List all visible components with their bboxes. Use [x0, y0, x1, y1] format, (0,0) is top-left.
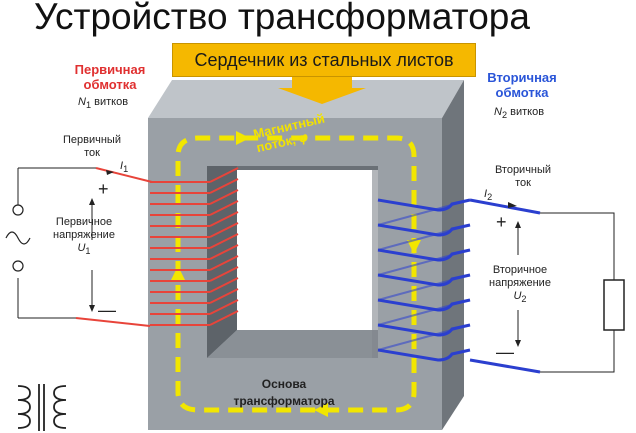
- primary-coil-turn-back: [209, 255, 239, 271]
- secondary-coil-turn-back: [377, 299, 471, 326]
- core-callout: Сердечник из стальных листов: [172, 43, 476, 77]
- load-resistor: [603, 279, 625, 331]
- primary-current-sub: 1: [123, 164, 129, 175]
- secondary-winding-line1: Вторичная: [487, 70, 557, 85]
- primary-plus-sign: +: [98, 179, 109, 199]
- primary-winding-line1: Первичная: [74, 62, 146, 77]
- callout-arrow: [278, 77, 366, 104]
- core-base-line1: Основа: [261, 377, 307, 391]
- secondary-winding-line2: обмотка: [495, 85, 549, 100]
- primary-terminal-bottom: [12, 260, 24, 272]
- secondary-voltage-var: U: [513, 290, 522, 302]
- primary-coil-turn-back: [209, 288, 239, 304]
- primary-voltage-label: Первичное напряжение U1: [48, 216, 120, 258]
- primary-coil-turn-back: [209, 233, 239, 249]
- primary-current-symbol: I1: [120, 160, 128, 176]
- primary-coil-turn-back: [209, 167, 239, 183]
- secondary-lead-top: [469, 198, 541, 215]
- flux-arrow-top: [236, 131, 250, 145]
- primary-winding-label: Первичная обмотка: [62, 62, 158, 92]
- primary-coil-turn-back: [209, 244, 239, 260]
- primary-voltage-arrowhead-down: [89, 305, 95, 312]
- primary-current-line1: Первичный: [63, 134, 121, 146]
- primary-turns-var: N: [78, 96, 86, 108]
- secondary-current-var: I: [484, 188, 488, 200]
- primary-coil-turn-back: [209, 200, 239, 216]
- transformer-symbol-icon: [17, 384, 67, 431]
- core-top-face: [148, 80, 464, 118]
- primary-coil-turn-back: [209, 299, 239, 315]
- flux-arrow-bottom: [314, 403, 328, 417]
- core-base-line2: трансформатора: [233, 394, 335, 408]
- primary-minus-sign: —: [98, 300, 116, 320]
- secondary-voltage-arrowhead-down: [515, 340, 521, 347]
- primary-terminal-top: [12, 204, 24, 216]
- secondary-current-sub: 2: [487, 192, 493, 203]
- window-bottom-face: [207, 330, 378, 358]
- secondary-plus-sign: +: [496, 212, 507, 232]
- flux-path: [175, 135, 417, 413]
- ac-source-icon: [5, 231, 31, 245]
- secondary-wire-bottom: [540, 330, 615, 373]
- flux-symbol: φ: [297, 128, 310, 146]
- primary-coil-turn-back: [209, 266, 239, 282]
- window-shadow-top: [207, 166, 378, 170]
- primary-current-var: I: [120, 160, 124, 172]
- secondary-wire-top: [540, 212, 615, 280]
- secondary-winding-label: Вторичная обмотка: [474, 70, 570, 100]
- primary-coil-turn-back: [209, 189, 239, 205]
- secondary-voltage-sub: 2: [521, 294, 527, 305]
- secondary-current-line1: Вторичный: [494, 164, 552, 176]
- flux-arrow-right: [407, 240, 421, 254]
- secondary-coil-turn-back: [377, 224, 471, 251]
- secondary-coil-turn-back: [377, 199, 471, 226]
- secondary-coil-turn-back: [377, 274, 471, 301]
- window-shadow: [207, 166, 237, 358]
- primary-voltage-arrowhead-up: [89, 198, 95, 205]
- secondary-coil-turn-back: [377, 324, 471, 351]
- primary-turns-label: N1 витков: [78, 96, 128, 112]
- primary-coil-turn-back: [209, 222, 239, 238]
- page-title: Устройство трансформатора: [34, 0, 530, 37]
- primary-lead-top: [95, 167, 153, 183]
- secondary-minus-sign: —: [496, 342, 514, 362]
- window-right-shade: [372, 170, 378, 358]
- primary-current-arrow: [106, 170, 114, 175]
- primary-coil-turn-back: [209, 211, 239, 227]
- primary-current-label: Первичный ток: [62, 134, 122, 160]
- primary-winding-line2: обмотка: [83, 77, 137, 92]
- secondary-current-symbol: I2: [484, 188, 492, 204]
- secondary-voltage-line2: напряжение: [489, 277, 551, 289]
- secondary-current-line2: ток: [515, 177, 531, 189]
- primary-voltage-sub: 1: [85, 246, 91, 257]
- primary-turns-word: витков: [94, 96, 129, 108]
- secondary-turns-sub: 2: [501, 110, 508, 121]
- primary-coil: [150, 167, 239, 326]
- primary-turns-sub: 1: [85, 100, 92, 111]
- secondary-current-label: Вторичный ток: [490, 164, 556, 190]
- secondary-current-arrow: [508, 202, 517, 208]
- secondary-voltage-line1: Вторичное: [492, 264, 548, 276]
- secondary-coil: [377, 198, 471, 362]
- primary-coil-turn-back: [209, 178, 239, 194]
- secondary-voltage-label: Вторичное напряжение U2: [478, 264, 562, 306]
- primary-voltage-var: U: [77, 242, 86, 254]
- secondary-turns-label: N2 витков: [494, 106, 544, 122]
- secondary-coil-turn: [377, 348, 471, 362]
- core-base-label: Основа трансформатора: [214, 376, 354, 410]
- secondary-turns-word: витков: [510, 106, 545, 118]
- primary-voltage-line1: Первичное: [55, 216, 113, 228]
- secondary-turns-var: N: [494, 106, 502, 118]
- core-window: [237, 170, 378, 330]
- primary-coil-turn-back: [209, 310, 239, 326]
- primary-coil-turn-back: [209, 277, 239, 293]
- secondary-coil-turn-back: [377, 249, 471, 276]
- secondary-voltage-arrowhead-up: [515, 221, 521, 228]
- primary-lead-bottom: [75, 317, 151, 327]
- primary-voltage-line2: напряжение: [53, 229, 115, 241]
- flux-arrow-left: [171, 266, 185, 280]
- primary-current-line2: ток: [84, 147, 100, 159]
- secondary-lead-bottom: [469, 358, 541, 374]
